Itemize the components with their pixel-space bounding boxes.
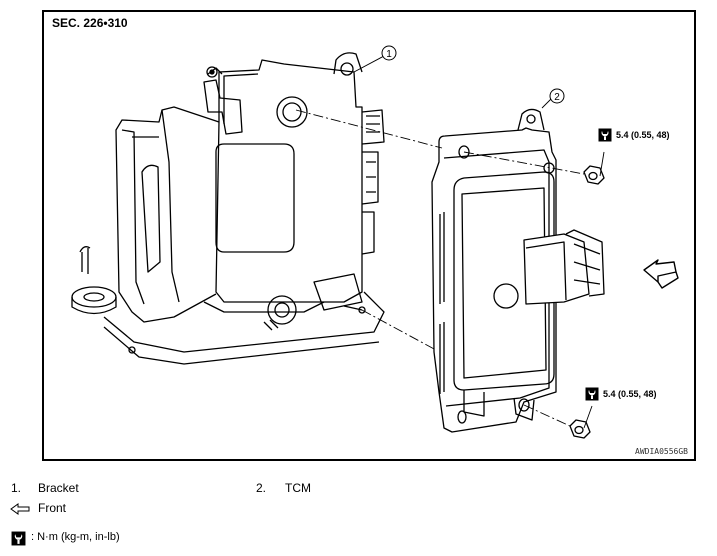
front-arrow-icon [10,503,30,515]
torque-value-lower: 5.4 (0.55, 48) [603,389,657,399]
legend-item-1-label: Bracket [38,481,79,495]
diagram-drawing: 1 2 [71,45,679,439]
nut-lower [569,419,591,439]
torque-wrench-icon [11,531,26,546]
section-label: SEC. 226•310 [52,16,128,30]
legend-torque-unit: : N·m (kg-m, in-lb) [31,531,120,543]
callout-1 [381,45,397,61]
callout-2 [549,88,565,104]
torque-spec-lower: 5.4 (0.55, 48) [585,387,657,401]
bracket-drawing [71,52,385,365]
torque-wrench-icon [598,128,612,142]
nut-upper [583,165,605,185]
legend-item-2-label: TCM [285,481,311,495]
legend-front-label: Front [38,501,67,515]
torque-value-upper: 5.4 (0.55, 48) [616,130,670,140]
front-arrow-figure [643,259,679,289]
legend-item-1-number: 1. [11,481,22,495]
torque-spec-upper: 5.4 (0.55, 48) [598,128,670,142]
tcm-drawing [431,108,605,433]
figure-frame: SEC. 226•310 [42,10,696,461]
legend: 1. Bracket 2. TCM Front : N·m (kg-m, in-… [0,481,717,556]
callout-2-number: 2 [554,92,560,103]
callout-1-number: 1 [386,49,392,60]
figure-code: AWDIA0556GB [635,447,688,456]
torque-wrench-icon [585,387,599,401]
legend-item-2-number: 2. [256,481,267,495]
